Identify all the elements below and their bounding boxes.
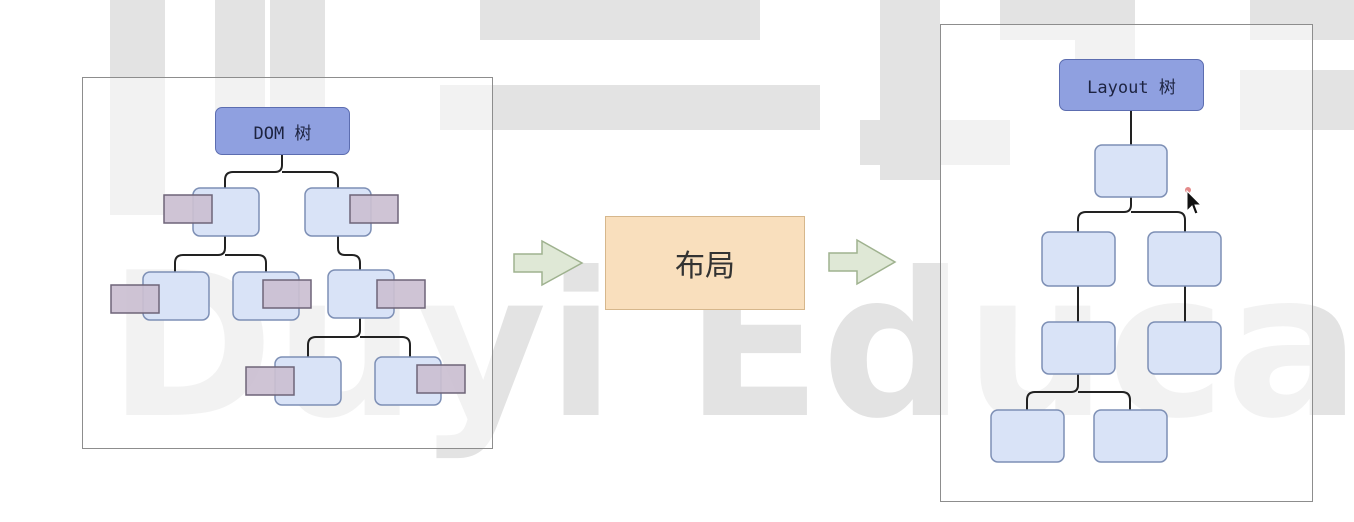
layout-node [1147,321,1222,375]
layout-node [1147,231,1222,287]
layout-tree-root-label: Layout 树 [1087,77,1176,98]
layout-node [1041,321,1116,375]
dom-tree-root: DOM 树 [215,107,350,155]
dom-hidden-node [110,284,160,314]
layout-node [1094,144,1168,198]
dom-hidden-node [245,366,295,396]
arrow-right-icon [513,239,584,287]
dom-hidden-node [262,279,312,309]
layout-node [990,409,1065,463]
layout-node [1041,231,1116,287]
dom-tree-root-label: DOM 树 [253,123,312,144]
arrow-right-icon [828,238,897,286]
dom-hidden-node [416,364,466,394]
layout-tree-connectors [1026,111,1186,410]
layout-step-box: 布局 [605,216,805,310]
dom-hidden-node [376,279,426,309]
dom-hidden-node [349,194,399,224]
layout-node [1093,409,1168,463]
dom-hidden-node [163,194,213,224]
layout-tree-root: Layout 树 [1059,59,1204,111]
layout-step-label: 布局 [675,249,735,284]
mouse-pointer-icon [1185,187,1203,215]
dom-tree-connectors [174,155,411,357]
